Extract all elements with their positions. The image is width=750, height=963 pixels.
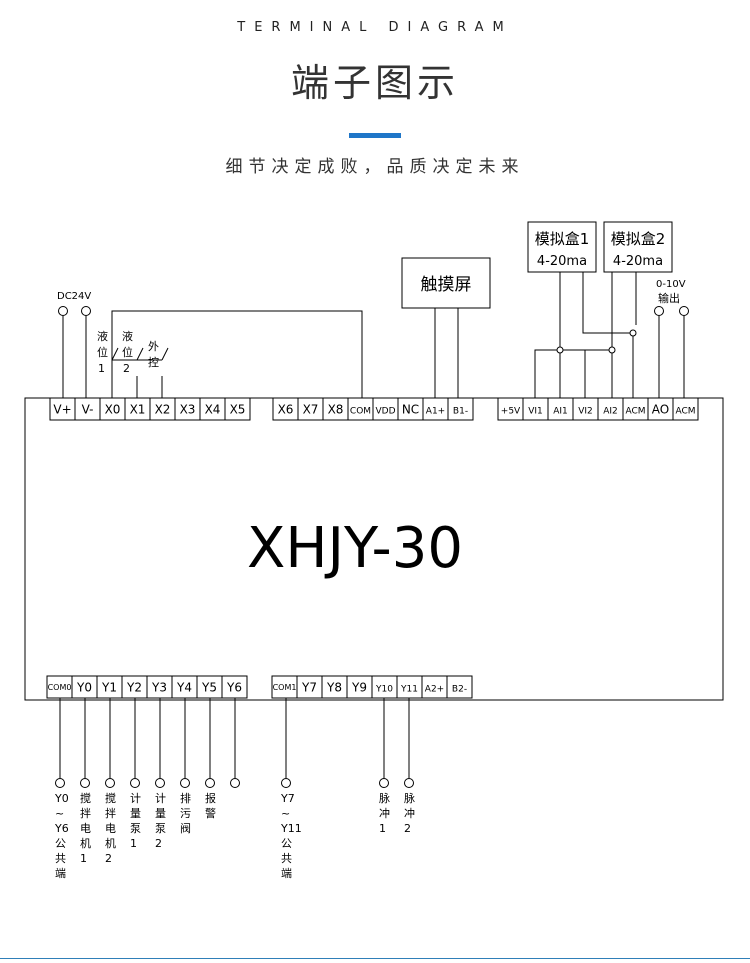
terminal-label: COM0 bbox=[48, 683, 72, 692]
output-range-label: 0-10V bbox=[656, 279, 686, 290]
terminal-label: AI1 bbox=[553, 407, 568, 417]
terminal-label: COM bbox=[350, 407, 371, 417]
terminal-label: B2- bbox=[452, 685, 467, 695]
terminal-label: Y1 bbox=[101, 681, 117, 695]
terminal-label: Y4 bbox=[176, 681, 192, 695]
terminal-label: V- bbox=[82, 403, 94, 417]
terminal-label: Y7 bbox=[301, 681, 317, 695]
output-terminal-end bbox=[130, 778, 140, 788]
terminal-label: AO bbox=[652, 403, 669, 417]
output-label-y5: 报警 bbox=[205, 791, 216, 820]
output-terminal-end bbox=[230, 778, 240, 788]
terminal-label: X7 bbox=[303, 403, 319, 417]
terminal-label: X1 bbox=[130, 403, 146, 417]
output-terminal-end bbox=[281, 778, 291, 788]
terminal-x5-block bbox=[224, 397, 251, 421]
terminal-label: Y2 bbox=[126, 681, 142, 695]
terminal-label: Y3 bbox=[151, 681, 167, 695]
output-terminal-end bbox=[105, 778, 115, 788]
terminal-label: COM1 bbox=[273, 683, 297, 692]
page-title: 端子图示 bbox=[290, 61, 459, 105]
touchscreen-wiring bbox=[434, 308, 459, 398]
analog-box-1-range: 4-20ma bbox=[537, 254, 587, 269]
terminal-label: Y10 bbox=[375, 685, 393, 695]
terminal-label: X2 bbox=[155, 403, 171, 417]
terminal-b2-block bbox=[446, 675, 473, 699]
output-label-y4: 排污阀 bbox=[180, 791, 191, 835]
terminal-acm-block bbox=[672, 397, 699, 421]
output-terminal-end bbox=[55, 778, 65, 788]
output-label: 输出 bbox=[658, 291, 680, 305]
terminal-label: X4 bbox=[205, 403, 221, 417]
terminal-label: X3 bbox=[180, 403, 196, 417]
touchscreen-label: 触摸屏 bbox=[421, 275, 472, 295]
analog-box-2-range: 4-20ma bbox=[613, 254, 663, 269]
top-terminal-group-2: X6 X7 X8 COM VDD NC A1+ B1- bbox=[272, 397, 474, 421]
terminal-label: Y6 bbox=[226, 681, 242, 695]
output-terminal-end bbox=[404, 778, 414, 788]
terminal-label: X5 bbox=[230, 403, 246, 417]
terminal-label: A1+ bbox=[426, 407, 445, 417]
terminal-label: X8 bbox=[328, 403, 344, 417]
analog-wiring bbox=[534, 272, 685, 398]
output-wiring bbox=[55, 698, 414, 788]
terminal-label: NC bbox=[402, 403, 419, 417]
analog-junctions bbox=[556, 306, 689, 354]
external-control-label: 外控 bbox=[148, 340, 159, 369]
analog-box-1 bbox=[527, 221, 597, 273]
page-subtitle: 细节决定成败，品质决定未来 bbox=[225, 157, 525, 177]
output-terminal-end bbox=[379, 778, 389, 788]
section-eyebrow: TERMINAL DIAGRAM bbox=[237, 20, 513, 35]
terminal-label: VI2 bbox=[578, 407, 593, 417]
top-terminal-group-1: V+ V- X0 X1 X2 X3 X4 X5 bbox=[49, 397, 251, 421]
terminal-label: ACM bbox=[675, 407, 695, 417]
output-terminal-end bbox=[180, 778, 190, 788]
dc24v-label: DC24V bbox=[57, 291, 91, 302]
footer-divider bbox=[0, 958, 750, 959]
bottom-terminal-group-2: COM1 Y7 Y8 Y9 Y10 Y11 A2+ B2- bbox=[271, 675, 473, 699]
power-wiring bbox=[58, 306, 91, 398]
terminal-label: A2+ bbox=[425, 685, 444, 695]
terminal-label: VI1 bbox=[528, 407, 543, 417]
terminal-label: ACM bbox=[625, 407, 645, 417]
terminal-label: X0 bbox=[105, 403, 121, 417]
input-switch-wiring bbox=[111, 310, 363, 398]
terminal-label: AI2 bbox=[603, 407, 618, 417]
touchscreen-box bbox=[401, 257, 491, 309]
terminal-label: Y9 bbox=[351, 681, 367, 695]
top-terminal-group-3: +5V VI1 AI1 VI2 AI2 ACM AO ACM bbox=[497, 397, 699, 421]
terminal-b1-block bbox=[447, 397, 474, 421]
terminal-label: V+ bbox=[53, 403, 71, 417]
terminal-label: Y0 bbox=[76, 681, 92, 695]
terminal-label: VDD bbox=[375, 407, 395, 417]
output-terminal-end bbox=[155, 778, 165, 788]
terminal-label: X6 bbox=[278, 403, 294, 417]
analog-box-1-label: 模拟盒1 bbox=[535, 230, 590, 248]
analog-box-2 bbox=[603, 221, 673, 273]
terminal-label: B1- bbox=[453, 407, 468, 417]
terminal-label: Y8 bbox=[326, 681, 342, 695]
terminal-label: Y5 bbox=[201, 681, 217, 695]
title-accent-bar bbox=[349, 133, 401, 138]
bottom-terminal-group-1: COM0 Y0 Y1 Y2 Y3 Y4 Y5 Y6 bbox=[46, 675, 248, 699]
analog-box-2-label: 模拟盒2 bbox=[611, 230, 666, 248]
device-model: XHJY-30 bbox=[247, 516, 463, 581]
output-terminal-end bbox=[205, 778, 215, 788]
output-terminal-end bbox=[80, 778, 90, 788]
terminal-label: Y11 bbox=[400, 685, 418, 695]
terminal-label: +5V bbox=[501, 407, 521, 417]
controller-body bbox=[24, 397, 724, 701]
